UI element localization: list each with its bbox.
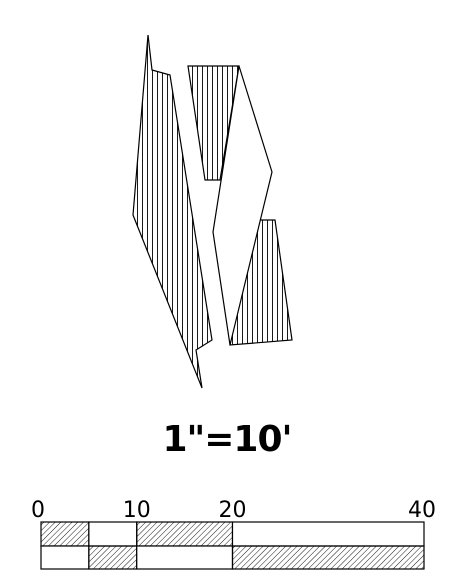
scale-bar: 0 10 20 40	[31, 498, 436, 570]
scale-tick-label: 40	[408, 498, 436, 523]
scale-tick-label: 10	[123, 498, 151, 523]
left-hatched-shape	[132, 34, 213, 389]
scale-tick-label: 20	[219, 498, 247, 523]
scale-label: 1"=10'	[162, 419, 291, 460]
scale-bar-bottom-segment	[88, 545, 138, 570]
upper-hatched-block	[187, 65, 240, 181]
scale-bar-top-segment	[88, 521, 138, 547]
scale-bar-bottom-segment	[136, 545, 234, 570]
scale-bar-bottom-segment	[231, 545, 425, 570]
scale-bar-top-segment	[40, 521, 90, 547]
scale-tick-label: 0	[31, 498, 45, 523]
diamond-shape	[212, 65, 273, 346]
scale-bar-top-segment	[231, 521, 425, 547]
scale-bar-bottom-segment	[40, 545, 90, 570]
scale-bar-top-segment	[136, 521, 234, 547]
